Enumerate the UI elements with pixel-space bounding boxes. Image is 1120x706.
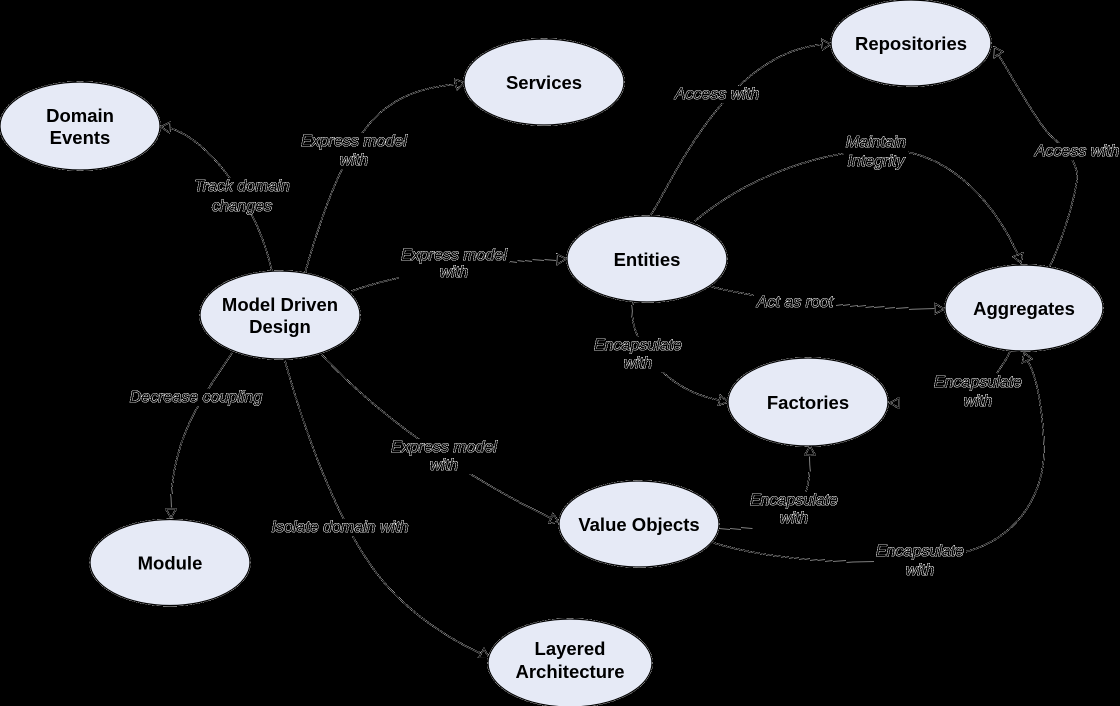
svg-text:Architecture: Architecture: [516, 661, 625, 682]
svg-text:Encapsulate: Encapsulate: [876, 543, 964, 560]
svg-text:Factories: Factories: [767, 392, 849, 413]
svg-text:Express model: Express model: [391, 439, 497, 456]
svg-text:with: with: [440, 264, 469, 281]
svg-text:Aggregates: Aggregates: [973, 298, 1075, 319]
svg-text:Encapsulate: Encapsulate: [750, 492, 838, 509]
svg-text:Track domain: Track domain: [194, 178, 290, 195]
svg-text:Maintain: Maintain: [846, 134, 907, 151]
svg-text:Layered: Layered: [535, 638, 606, 659]
svg-text:Events: Events: [50, 127, 111, 148]
svg-text:Entities: Entities: [614, 249, 681, 270]
svg-text:Design: Design: [249, 316, 311, 337]
svg-text:Access with: Access with: [674, 86, 760, 103]
svg-text:Encapsulate: Encapsulate: [594, 337, 682, 354]
svg-text:with: with: [964, 393, 993, 410]
svg-text:Decrease coupling: Decrease coupling: [130, 389, 263, 406]
svg-text:Value Objects: Value Objects: [578, 514, 699, 535]
svg-text:Domain: Domain: [46, 105, 114, 126]
svg-text:with: with: [624, 355, 653, 372]
svg-text:Repositories: Repositories: [855, 33, 967, 54]
svg-text:with: with: [780, 510, 809, 527]
svg-text:Act as root: Act as root: [756, 294, 834, 311]
svg-text:Access with: Access with: [1034, 143, 1120, 160]
svg-text:Express model: Express model: [301, 133, 407, 150]
svg-text:changes: changes: [212, 198, 273, 215]
svg-text:Encapsulate: Encapsulate: [934, 374, 1022, 391]
svg-text:Integrity: Integrity: [848, 153, 906, 170]
svg-text:Services: Services: [506, 72, 582, 93]
svg-text:with: with: [430, 457, 459, 474]
svg-text:Express model: Express model: [401, 247, 507, 264]
svg-text:Isolate domain with: Isolate domain with: [272, 519, 409, 536]
svg-text:Model Driven: Model Driven: [222, 294, 338, 315]
svg-text:Module: Module: [138, 553, 203, 574]
svg-text:with: with: [906, 562, 935, 579]
svg-text:with: with: [340, 152, 369, 169]
